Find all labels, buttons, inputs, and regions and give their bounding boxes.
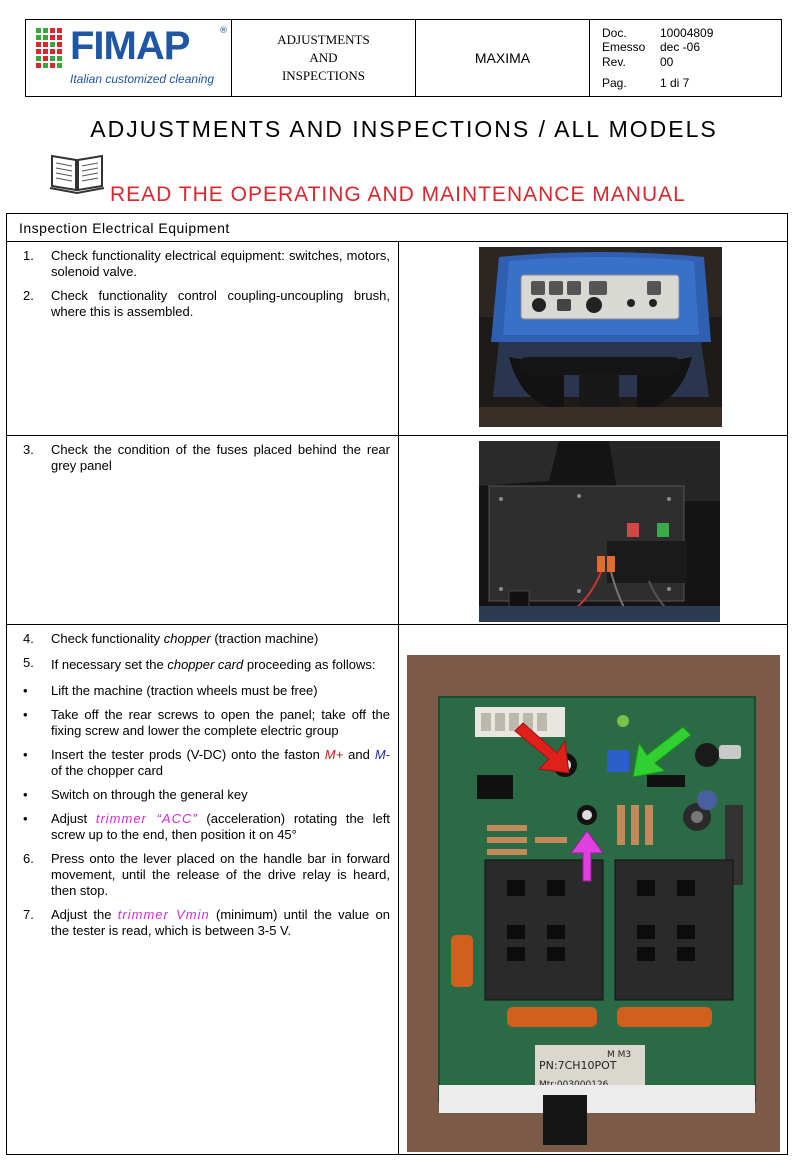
instructions-cell: 4. Check functionality chopper (traction…: [7, 625, 399, 1155]
item-text: If necessary set the chopper card procee…: [51, 655, 390, 675]
doc-info-row: Rev. 00: [602, 55, 673, 69]
document-title-line: ADJUSTMENTS: [277, 32, 370, 47]
item-text: Adjust trimmer “ACC” (acceleration) rota…: [51, 811, 390, 843]
list-item: • Switch on through the general key: [23, 787, 390, 803]
control-panel-photo: [479, 247, 722, 427]
text-fragment: (traction machine): [210, 631, 319, 646]
open-book-icon: [49, 154, 105, 194]
doc-info-value: 1 di 7: [660, 76, 690, 90]
item-text: Insert the tester prods (V-DC) onto the …: [51, 747, 390, 779]
manual-warning-title: READ THE OPERATING AND MAINTENANCE MANUA…: [110, 183, 686, 206]
instructions-cell: 1. Check functionality electrical equipm…: [7, 242, 399, 435]
text-fragment: (acceleration) rotating the left screw u…: [51, 811, 390, 842]
table-row: 4. Check functionality chopper (traction…: [7, 624, 787, 1155]
item-text: Check functionality chopper (traction ma…: [51, 631, 390, 647]
doc-info-key: Emesso: [602, 40, 646, 54]
document-title-cell: ADJUSTMENTS AND INSPECTIONS: [232, 20, 416, 96]
table-heading: Inspection Electrical Equipment: [7, 214, 787, 242]
doc-info-value: dec -06: [660, 40, 701, 54]
bullet: •: [23, 811, 28, 826]
item-text: Check the condition of the fuses placed …: [51, 442, 390, 473]
text-fragment: (minimum) until the value on the tester …: [51, 907, 390, 938]
list-item: 7. Adjust the trimmer Vmin (minimum) unt…: [23, 907, 390, 939]
item-text: Check functionality electrical equipment…: [51, 248, 390, 279]
item-number: 7.: [23, 907, 34, 922]
text-fragment: Check functionality: [51, 631, 164, 646]
text-fragment: proceeding as follows:: [243, 657, 376, 672]
trimmer-vmin-term: trimmer Vmin: [117, 907, 210, 922]
card-side-label: M M3: [607, 1050, 631, 1060]
text-fragment: Insert the tester prods (V-DC) onto the …: [51, 747, 325, 762]
text-fragment: Adjust the: [51, 907, 118, 922]
list-item: • Lift the machine (traction wheels must…: [23, 683, 390, 699]
item-text: Take off the rear screws to open the pan…: [51, 707, 390, 738]
page-title: ADJUSTMENTS AND INSPECTIONS / ALL MODELS: [90, 116, 718, 142]
text-fragment: and: [343, 747, 375, 762]
list-item: • Take off the rear screws to open the p…: [23, 707, 390, 739]
doc-info-value: 10004809: [660, 26, 714, 40]
list-item: • Insert the tester prods (V-DC) onto th…: [23, 747, 390, 779]
chopper-card-term: chopper card: [167, 657, 244, 672]
list-item: 2. Check functionality control coupling-…: [23, 288, 390, 320]
bullet: •: [23, 683, 28, 698]
item-number: 3.: [23, 442, 34, 457]
fimap-logo-dots-icon: [36, 28, 62, 68]
item-text: Adjust the trimmer Vmin (minimum) until …: [51, 907, 390, 939]
inspection-table: Inspection Electrical Equipment 1. Check…: [6, 213, 788, 1155]
doc-info-key: Doc.: [602, 26, 627, 40]
item-number: 2.: [23, 288, 34, 303]
table-row: 1. Check functionality electrical equipm…: [7, 242, 787, 435]
doc-info-row: Pag. 1 di 7: [602, 76, 689, 90]
image-cell: [399, 242, 787, 435]
item-number: 6.: [23, 851, 34, 866]
acc-trimmer-arrow-icon: [514, 722, 570, 774]
logo-brand: FIMAP: [70, 24, 190, 68]
doc-info-row: Emesso dec -06: [602, 40, 700, 54]
item-text: Switch on through the general key: [51, 787, 248, 802]
bullet: •: [23, 747, 28, 762]
image-cell: PN:7CH10POT Mtr:003000126 M M3: [399, 625, 787, 1155]
instructions-cell: 3. Check the condition of the fuses plac…: [7, 436, 399, 624]
document-title-line: AND: [309, 50, 338, 65]
item-number: 5.: [23, 655, 34, 670]
list-item: 5. If necessary set the chopper card pro…: [23, 655, 390, 675]
list-item: 4. Check functionality chopper (traction…: [23, 631, 390, 647]
trimmer-arrow-icon: [570, 830, 604, 882]
doc-info-key: Rev.: [602, 55, 626, 69]
document-title-line: INSPECTIONS: [281, 68, 366, 83]
document-info: Doc. 10004809 Emesso dec -06 Rev. 00 Pag…: [590, 20, 781, 96]
product-name: MAXIMA: [416, 20, 590, 96]
bullet: •: [23, 707, 28, 722]
item-text: Lift the machine (traction wheels must b…: [51, 683, 318, 698]
table-row: 3. Check the condition of the fuses plac…: [7, 435, 787, 624]
chopper-card-photo: PN:7CH10POT Mtr:003000126 M M3: [407, 655, 780, 1152]
logo-cell: FIMAP ® Italian customized cleaning: [26, 20, 232, 96]
item-number: 1.: [23, 248, 34, 263]
logo-registered-mark: ®: [219, 26, 228, 36]
doc-info-value: 00: [660, 55, 674, 69]
text-fragment: of the chopper card: [51, 763, 164, 778]
chopper-term: chopper: [163, 631, 211, 646]
card-part-number: PN:7CH10POT: [539, 1059, 617, 1072]
image-cell: [399, 436, 787, 624]
bullet: •: [23, 787, 28, 802]
list-item: 3. Check the condition of the fuses plac…: [23, 442, 390, 474]
document-header: FIMAP ® Italian customized cleaning ADJU…: [25, 19, 782, 97]
list-item: 6. Press onto the lever placed on the ha…: [23, 851, 390, 899]
trimmer-acc-term: trimmer “ACC”: [95, 811, 198, 826]
m-minus-terminal: M-: [374, 747, 390, 762]
doc-info-row: Doc. 10004809: [602, 26, 713, 40]
list-item: • Adjust trimmer “ACC” (acceleration) ro…: [23, 811, 390, 843]
text-fragment: If necessary set the: [51, 657, 168, 672]
m-plus-terminal: M+: [324, 747, 344, 762]
text-fragment: Adjust: [51, 811, 96, 826]
doc-info-key: Pag.: [602, 76, 627, 90]
list-item: 1. Check functionality electrical equipm…: [23, 248, 390, 280]
item-text: Press onto the lever placed on the handl…: [51, 851, 390, 898]
fuse-panel-photo: [479, 441, 720, 622]
vmin-trimmer-arrow-icon: [632, 726, 692, 778]
item-number: 4.: [23, 631, 34, 646]
logo-tagline: Italian customized cleaning: [70, 72, 215, 86]
item-text: Check functionality control coupling-unc…: [51, 288, 390, 319]
